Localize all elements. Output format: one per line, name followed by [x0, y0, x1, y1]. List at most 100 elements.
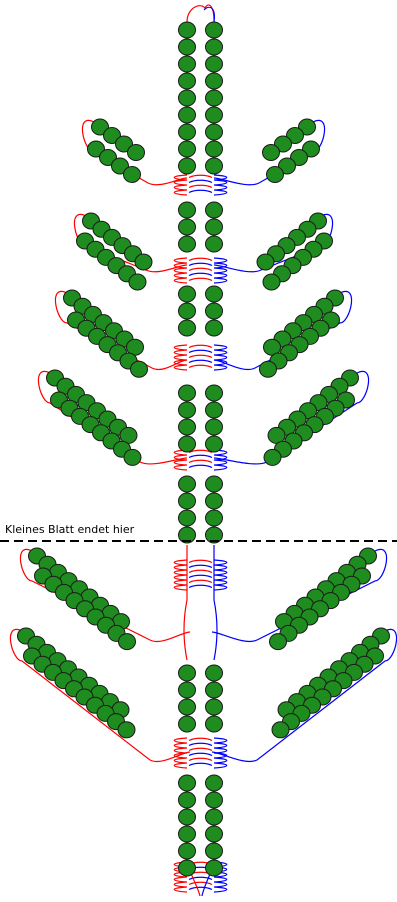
cross-thread — [188, 747, 213, 752]
stem-bead — [205, 492, 223, 510]
cross-thread — [188, 757, 213, 762]
cross-thread — [188, 267, 213, 272]
stem-bead — [205, 140, 223, 158]
cross-thread — [188, 574, 213, 579]
stem-bead — [178, 319, 196, 337]
cross-thread — [188, 564, 213, 569]
stem-bead — [178, 157, 196, 175]
cut-label: Kleines Blatt endet hier — [5, 523, 135, 536]
wiggle-thread — [213, 737, 228, 769]
left-branch-1-bead — [87, 140, 105, 158]
cross-thread — [188, 752, 213, 757]
wiggle-thread — [213, 174, 228, 196]
stem-bead — [205, 384, 223, 402]
stem-bead — [178, 201, 196, 219]
right-branch-1-bead — [298, 118, 316, 136]
right-branch-1-bead — [302, 140, 320, 158]
stem-bead — [205, 21, 223, 39]
right-branch-1-bead — [290, 149, 308, 166]
stem-bead — [205, 201, 223, 219]
cross-thread — [188, 569, 213, 574]
stem-bead — [178, 106, 196, 124]
stem-bead — [205, 106, 223, 124]
left-branch-2-bead — [128, 273, 147, 291]
right-branch-3-bead — [259, 360, 277, 378]
cross-thread — [188, 262, 213, 267]
stem-bead — [205, 302, 223, 320]
cross-thread — [188, 344, 213, 349]
cross-thread — [188, 349, 213, 354]
stem-bead — [178, 140, 196, 158]
cross-thread — [188, 464, 213, 469]
stem-bead — [178, 235, 196, 253]
stem-bead — [178, 475, 196, 493]
cross-thread — [188, 272, 213, 277]
cut-label-background — [2, 521, 126, 537]
stem-connector — [183, 545, 188, 661]
stem-bead — [178, 526, 196, 544]
stem-bead — [178, 774, 196, 792]
stem-bead — [178, 38, 196, 56]
cross-thread — [188, 449, 213, 454]
left-branch-3-bead — [130, 360, 148, 378]
stem-bead — [205, 123, 223, 141]
right-branch-1-bead — [286, 127, 304, 144]
stem-bead — [178, 509, 196, 527]
cross-thread — [188, 459, 213, 464]
stem-bead — [205, 842, 223, 860]
cross-thread — [188, 881, 213, 886]
stem-bead — [178, 825, 196, 843]
left-outline-thread — [9, 628, 191, 762]
stem-bead — [205, 285, 223, 303]
stem-bead — [205, 825, 223, 843]
beads — [17, 21, 390, 877]
stem-bead — [178, 859, 196, 877]
left-branch-5-bead — [118, 633, 136, 651]
stem-bead — [205, 157, 223, 175]
cross-thread — [188, 189, 213, 194]
right-outline-thread — [211, 628, 397, 762]
wiggle-thread — [213, 449, 228, 471]
stem-bead — [205, 319, 223, 337]
stem-bead — [178, 89, 196, 107]
left-outline-thread — [19, 548, 191, 642]
cross-thread — [188, 559, 213, 564]
stem-bead — [178, 681, 196, 699]
left-branch-1-bead — [115, 135, 133, 153]
wiggle-thread — [213, 559, 228, 591]
right-branch-5-bead — [269, 633, 287, 651]
stem-bead — [205, 698, 223, 716]
wiggle-thread — [173, 559, 188, 591]
cross-thread — [188, 257, 213, 262]
left-branch-1-bead — [123, 166, 141, 183]
stem-bead — [205, 55, 223, 73]
stem-bead — [205, 664, 223, 682]
cross-thread — [188, 359, 213, 364]
stem-bead — [178, 218, 196, 236]
stem-bead — [178, 715, 196, 733]
right-branch-2-bead — [262, 273, 281, 291]
wiggle-thread — [173, 449, 188, 471]
stem-bead — [178, 72, 196, 90]
left-branch-1-bead — [111, 157, 129, 175]
stem-connector — [213, 545, 218, 661]
stem-bead — [178, 791, 196, 809]
stem-bead — [205, 235, 223, 253]
cross-thread — [188, 737, 213, 742]
cross-thread — [188, 174, 213, 179]
cross-thread — [188, 184, 213, 189]
cross-thread — [188, 179, 213, 184]
stem-bead — [205, 509, 223, 527]
right-branch-1-bead — [266, 166, 284, 183]
stem-bead — [205, 681, 223, 699]
right-outline-thread — [211, 548, 388, 642]
cross-thread — [188, 762, 213, 767]
stem-bead — [178, 842, 196, 860]
left-branch-1-bead — [103, 127, 121, 144]
right-branch-1-bead — [274, 135, 292, 153]
stem-bead — [205, 418, 223, 436]
cross-thread — [188, 584, 213, 589]
right-branch-1-bead — [262, 144, 280, 161]
stem-bead — [205, 715, 223, 733]
